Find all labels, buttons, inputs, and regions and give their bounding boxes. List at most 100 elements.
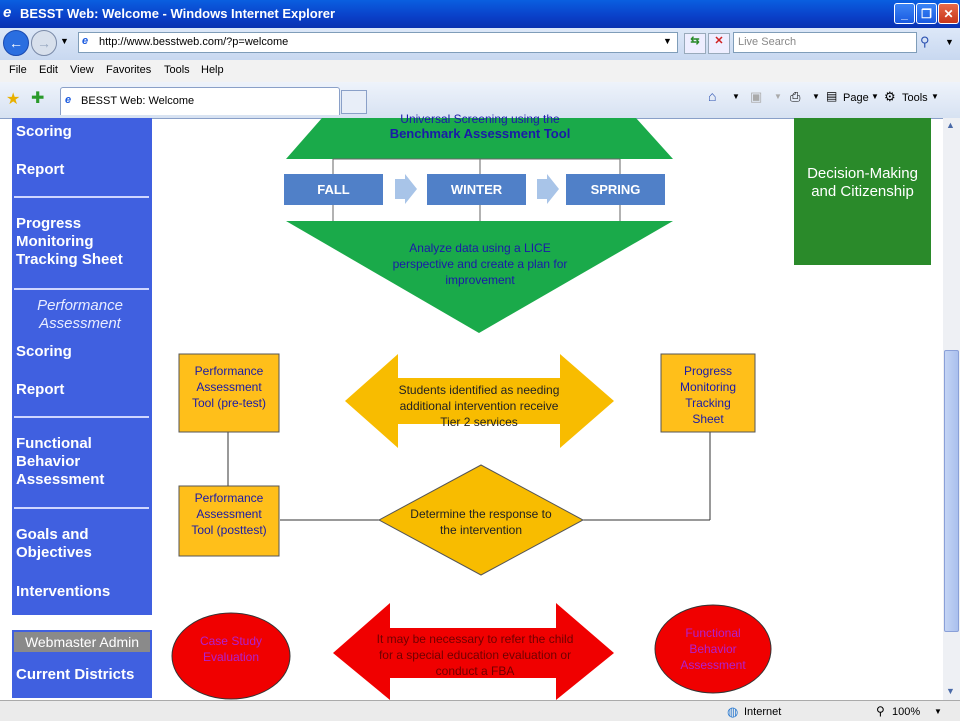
sidebar-nav: Scoring Report Progress Monitoring Track… [12, 118, 152, 615]
fba-ellipse [654, 604, 772, 694]
sidebar-item-report[interactable]: Report [16, 161, 65, 178]
status-zone: Internet [744, 706, 782, 718]
feeds-dropdown-icon[interactable]: ▼ [774, 92, 782, 101]
home-icon[interactable]: ⌂ [708, 88, 717, 104]
posttest-box [178, 485, 280, 557]
season-box-winter [427, 174, 526, 205]
sidebar-section-performance-assessment: Performance Assessment [37, 297, 123, 332]
address-toolbar: ← → ▼ e http://www.besstweb.com/?p=welco… [0, 28, 960, 60]
status-zoom[interactable]: 100% [892, 706, 921, 718]
sidebar-item-goals[interactable]: Goals and Objectives [16, 526, 92, 561]
refresh-icon[interactable]: ⇆ [684, 33, 706, 54]
menu-file[interactable]: File [9, 64, 27, 76]
decision-making-text: Decision-Making and Citizenship [807, 165, 918, 200]
posttest-text: Performance Assessment Tool (posttest) [191, 491, 267, 537]
sidebar-divider [14, 416, 149, 418]
season-box-spring [566, 174, 665, 205]
framework-diagram [171, 118, 931, 700]
screening-title-line1: Universal Screening using the [400, 112, 560, 126]
menu-edit[interactable]: Edit [39, 64, 58, 76]
search-dropdown-icon[interactable]: ▼ [945, 37, 954, 47]
admin-item-current-districts[interactable]: Current Districts [16, 666, 135, 683]
menu-bar: File Edit View Favorites Tools Help [0, 60, 960, 83]
progress-tracking-box [660, 353, 756, 433]
screening-title-line2: Benchmark Assessment Tool [389, 126, 571, 141]
response-diamond [377, 464, 585, 576]
maximize-button[interactable]: ❐ [916, 3, 937, 24]
admin-header: Webmaster Admin [14, 632, 150, 652]
close-button[interactable]: ✕ [938, 3, 959, 24]
print-dropdown-icon[interactable]: ▼ [812, 92, 820, 101]
tab-title: BESST Web: Welcome [81, 95, 195, 107]
sidebar-item-interventions[interactable]: Interventions [16, 583, 111, 600]
tier2-double-arrow [345, 354, 614, 448]
zoom-icon: ⚲ [876, 704, 885, 718]
forward-button[interactable]: → [31, 30, 57, 56]
referral-double-arrow [333, 603, 614, 700]
tools-menu[interactable]: Tools [902, 92, 928, 104]
decision-making-box [794, 118, 931, 265]
tab-page-icon: e [65, 94, 72, 106]
print-icon[interactable]: ⎙ [790, 89, 801, 104]
screening-title: Universal Screening using the Benchmark … [360, 112, 600, 141]
sidebar-item-fba[interactable]: Functional Behavior Assessment [16, 435, 105, 488]
analyze-triangle [286, 221, 673, 333]
screening-trapezoid [286, 118, 673, 159]
fba-text: Functional Behavior Assessment [680, 626, 746, 672]
page-icon-toolbar: ▤ [826, 89, 838, 103]
referral-text: It may be necessary to refer the child f… [376, 632, 574, 678]
pretest-box [178, 353, 280, 433]
admin-panel: Webmaster Admin Current Districts [12, 630, 152, 698]
sidebar-item-scoring[interactable]: Scoring [16, 123, 72, 140]
gear-icon: ⚙ [884, 89, 896, 104]
address-bar[interactable]: e http://www.besstweb.com/?p=welcome ▼ [78, 32, 678, 53]
case-study-text: Case Study Evaluation [199, 634, 263, 664]
sidebar-item-progress-monitoring[interactable]: Progress Monitoring Tracking Sheet [16, 215, 123, 268]
pretest-text: Performance Assessment Tool (pre-test) [191, 364, 267, 410]
feeds-icon[interactable]: ▣ [750, 89, 763, 104]
back-button[interactable]: ← [3, 30, 29, 56]
search-input[interactable]: Live Search [733, 32, 917, 53]
menu-favorites[interactable]: Favorites [106, 64, 152, 76]
tools-dropdown-icon[interactable]: ▼ [931, 92, 939, 101]
tab-welcome[interactable]: e BESST Web: Welcome [60, 87, 340, 115]
add-favorites-icon[interactable]: ✚ [31, 90, 45, 107]
sidebar-item-scoring-pa[interactable]: Scoring [16, 343, 72, 360]
menu-help[interactable]: Help [201, 64, 224, 76]
minimize-button[interactable]: _ [894, 3, 915, 24]
scroll-thumb[interactable] [944, 350, 959, 632]
season-label-winter: WINTER [450, 182, 503, 197]
sidebar-divider [14, 196, 149, 198]
favorites-star-icon[interactable]: ★ [6, 91, 21, 108]
home-dropdown-icon[interactable]: ▼ [732, 92, 740, 101]
menu-tools[interactable]: Tools [164, 64, 190, 76]
arrow-right-icon [395, 174, 417, 204]
tier2-text: Students identified as needing additiona… [398, 383, 560, 429]
history-dropdown-icon[interactable]: ▼ [60, 36, 69, 46]
menu-view[interactable]: View [70, 64, 94, 76]
scroll-down-icon[interactable]: ▼ [946, 686, 955, 696]
page-icon: e [82, 35, 89, 47]
scroll-up-icon[interactable]: ▲ [946, 120, 955, 130]
stop-icon[interactable]: ✕ [708, 33, 730, 54]
season-label-fall: FALL [317, 182, 350, 197]
progress-tracking-text: Progress Monitoring Tracking Sheet [679, 364, 737, 426]
analyze-text: Analyze data using a LICE perspective an… [392, 241, 568, 287]
zoom-dropdown-icon[interactable]: ▼ [934, 707, 942, 716]
sidebar-divider [14, 288, 149, 290]
new-tab-button[interactable] [341, 90, 367, 114]
page-menu[interactable]: Page [843, 92, 869, 104]
title-bar: e BESST Web: Welcome - Windows Internet … [0, 0, 960, 28]
internet-zone-icon: ◍ [727, 704, 739, 719]
sidebar-divider [14, 507, 149, 509]
response-text: Determine the response to the interventi… [410, 507, 552, 537]
vertical-scrollbar[interactable]: ▲ ▼ [943, 118, 960, 700]
season-box-fall [284, 174, 383, 205]
sidebar-item-report-pa[interactable]: Report [16, 381, 65, 398]
season-label-spring: SPRING [590, 182, 641, 197]
tab-toolbar: ★ ✚ e BESST Web: Welcome ⌂ ▼ ▣ ▼ ⎙ ▼ ▤ P… [0, 82, 960, 119]
ie-logo-icon: e [3, 4, 12, 21]
search-icon[interactable]: ⚲ [920, 34, 930, 49]
page-dropdown-icon[interactable]: ▼ [871, 92, 879, 101]
address-dropdown-icon[interactable]: ▼ [663, 36, 672, 46]
